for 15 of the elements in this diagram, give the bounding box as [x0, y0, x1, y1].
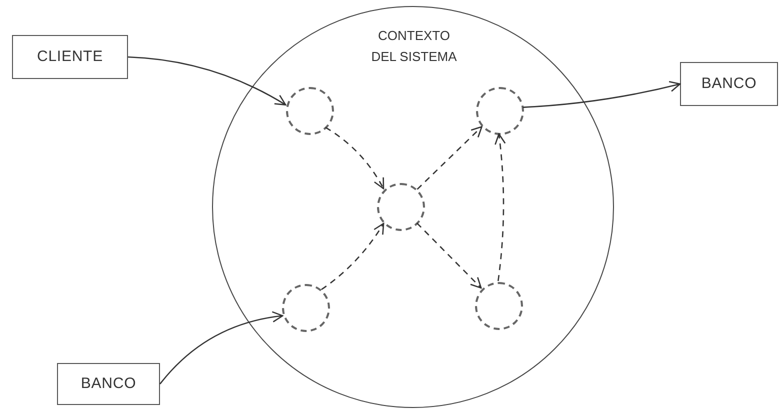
flow-arrow — [321, 222, 384, 290]
flow-arrow — [416, 126, 482, 190]
context-label: CONTEXTO DEL SISTEMA — [370, 27, 458, 66]
flow-arrow — [416, 222, 482, 289]
entity-label: BANCO — [701, 74, 757, 94]
flow-arrow — [128, 56, 286, 106]
entity-box — [680, 62, 778, 106]
flow-arrow — [522, 80, 681, 108]
entity-label: BANCO — [80, 374, 136, 394]
entity-box — [57, 363, 160, 405]
flow-arrow — [325, 126, 384, 190]
entity-box — [12, 35, 128, 79]
entity-label: CLIENTE — [37, 46, 103, 67]
flow-arrow — [494, 133, 506, 282]
flow-arrow — [160, 312, 284, 384]
